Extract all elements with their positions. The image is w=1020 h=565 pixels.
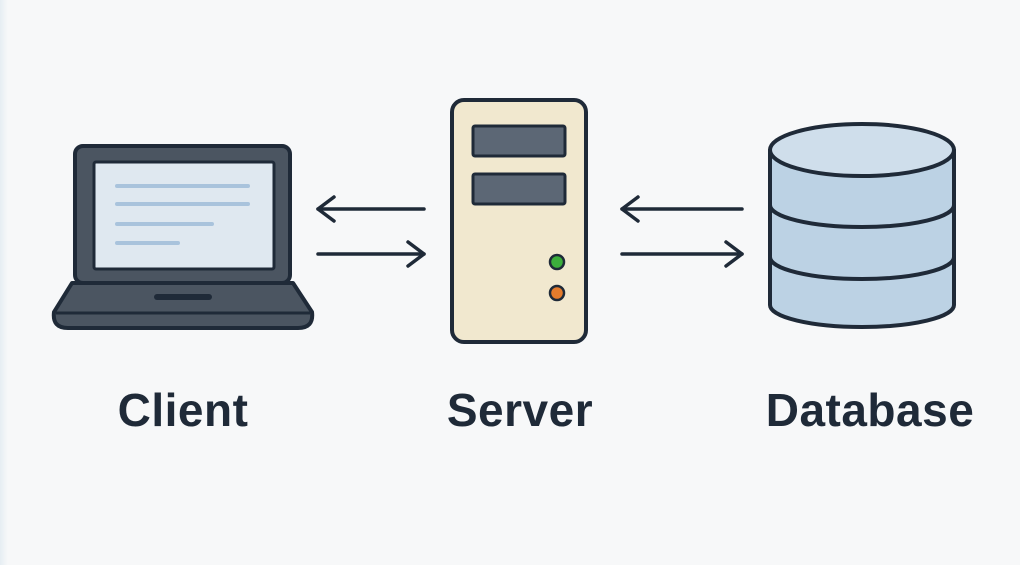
server-body [450,98,588,344]
database-cylinder-body [768,148,956,329]
server-drive-slot [471,124,567,158]
client-label: Client [117,384,249,436]
database-label: Database [765,384,975,436]
database-cylinder-icon [768,122,956,329]
laptop-touchpad [154,294,212,300]
screen-text-lines [115,184,250,245]
laptop-icon [51,144,315,330]
server-label: Server [446,384,594,436]
server-drive-slot [471,172,567,206]
server-status-led-orange [548,284,566,302]
laptop-screen [92,160,276,271]
arrow-left-icon [620,195,744,223]
arrow-right-icon [620,240,744,268]
laptop-base [51,281,315,330]
database-top [768,122,956,178]
database-band [768,256,956,281]
server-tower-icon [450,98,588,344]
arrow-left-icon [316,195,426,223]
database-band [768,204,956,229]
left-edge-tint [0,0,8,565]
server-status-led-green [548,253,566,271]
arrow-right-icon [316,240,426,268]
